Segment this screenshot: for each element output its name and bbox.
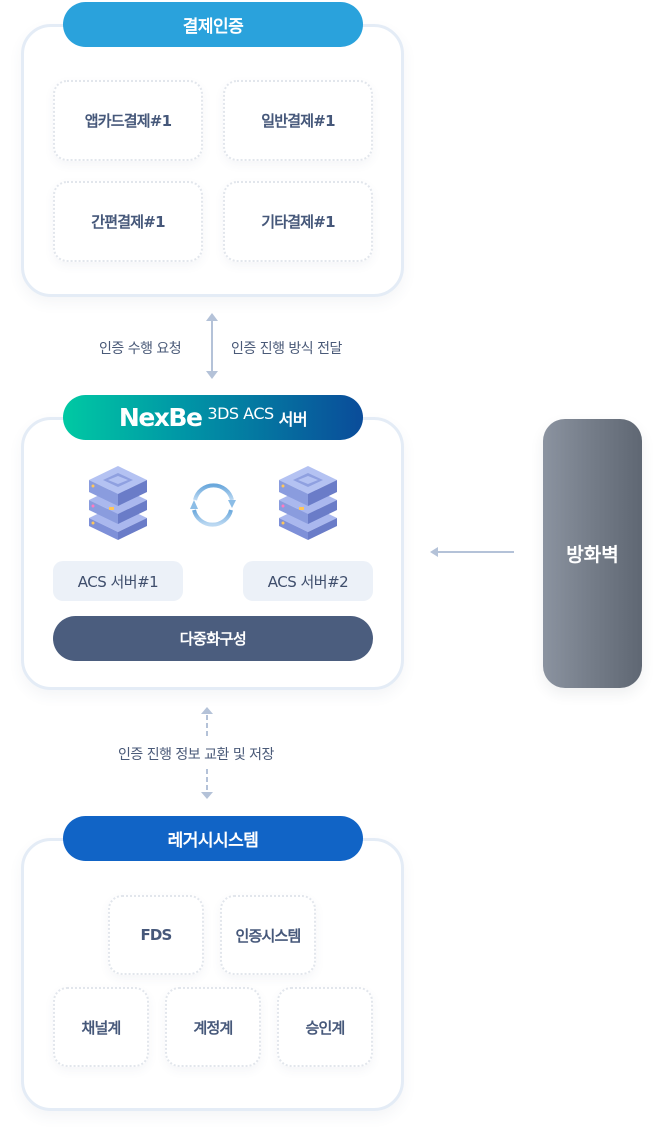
flow-exchange-label: 인증 진행 정보 교환 및 저장 bbox=[118, 747, 274, 763]
flow-response-label: 인증 진행 방식 전달 bbox=[231, 341, 342, 357]
legacy-card-channel: 채널계 bbox=[53, 987, 149, 1067]
legacy-card-auth-system: 인증시스템 bbox=[220, 895, 316, 975]
flow-request-label: 인증 수행 요청 bbox=[99, 341, 182, 357]
payment-card-other: 기타결제#1 bbox=[223, 181, 373, 262]
payment-auth-title: 결제인증 bbox=[63, 2, 363, 47]
server-stack-icon bbox=[279, 466, 337, 540]
legacy-card-account: 계정계 bbox=[165, 987, 261, 1067]
sync-cycle-icon bbox=[190, 483, 236, 527]
acs-server-title: NexBe 3DS ACS 서버 bbox=[63, 395, 363, 440]
acs-subtitle: 3DS ACS bbox=[207, 404, 274, 423]
payment-card-appcard: 앱카드결제#1 bbox=[53, 80, 203, 161]
left-arrow-icon bbox=[430, 547, 514, 557]
nexbe-logo: NexBe bbox=[118, 403, 203, 432]
legacy-system-panel bbox=[21, 838, 404, 1111]
acs-server-2-label: ACS 서버#2 bbox=[243, 561, 373, 601]
payment-card-simple: 간편결제#1 bbox=[53, 181, 203, 262]
legacy-card-approval: 승인계 bbox=[277, 987, 373, 1067]
payment-card-general: 일반결제#1 bbox=[223, 80, 373, 161]
dashed-bidirectional-arrow-icon bbox=[201, 707, 213, 799]
legacy-card-fds: FDS bbox=[108, 895, 204, 975]
acs-server-1-label: ACS 서버#1 bbox=[53, 561, 183, 601]
acs-title-kr: 서버 bbox=[278, 409, 308, 429]
multiplex-config-bar: 다중화구성 bbox=[53, 616, 373, 661]
firewall-block: 방화벽 bbox=[543, 419, 642, 688]
server-stack-icon bbox=[89, 466, 147, 540]
bidirectional-arrow-icon bbox=[206, 313, 218, 379]
legacy-system-title: 레거시시스템 bbox=[63, 816, 363, 861]
